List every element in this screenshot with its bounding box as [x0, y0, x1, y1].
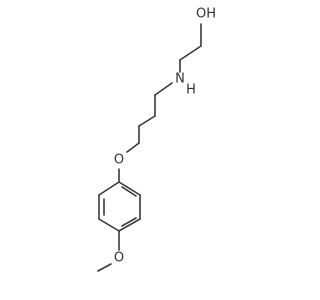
ring-double-3 — [121, 186, 137, 197]
bond-c4-c5 — [138, 115, 156, 127]
ring-bond-3 — [98, 218, 120, 232]
bond-o3-ch3 — [97, 263, 112, 272]
bond-c6-o2 — [126, 142, 140, 153]
ring-bond-4 — [118, 218, 141, 232]
hydroxyl-label: OH — [196, 7, 216, 22]
amine-h-label: H — [186, 83, 196, 98]
ether-oxygen-label: O — [114, 153, 124, 168]
atom-labels: OH N H O O — [114, 7, 216, 266]
ring-double-2 — [121, 217, 137, 227]
ring-bond-1 — [98, 181, 120, 196]
ring-bond-6 — [118, 181, 141, 196]
methoxy-oxygen-label: O — [114, 251, 124, 266]
amine-n-label: N — [175, 72, 185, 87]
bond-c1-c2 — [179, 45, 202, 61]
structure-diagram: OH N H O O — [97, 7, 216, 272]
bonds — [97, 23, 202, 272]
bond-n-c3 — [154, 82, 173, 96]
molecule-drawing: OH N H O O — [97, 7, 216, 272]
